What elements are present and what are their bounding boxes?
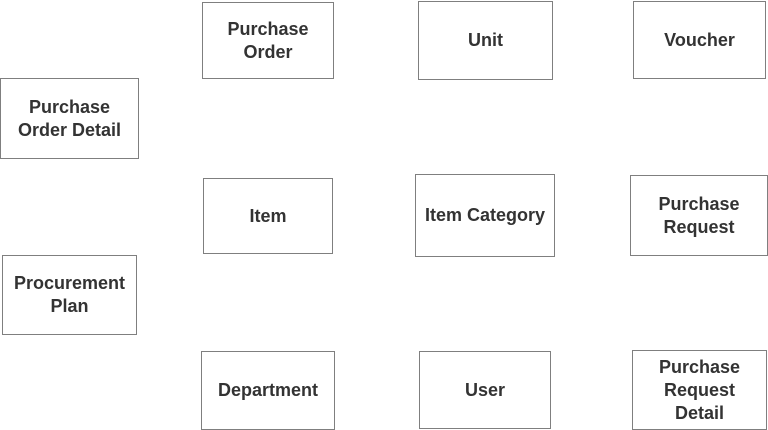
entity-label: Purchase Request	[658, 193, 740, 237]
entity-label: Purchase Order	[227, 18, 309, 62]
entity-unit[interactable]: Unit	[418, 1, 553, 80]
entity-purchase-order[interactable]: Purchase Order	[202, 2, 334, 79]
entity-purchase-request-detail[interactable]: Purchase Request Detail	[632, 350, 767, 430]
entity-label: Purchase Request Detail	[658, 356, 741, 423]
entity-label: Unit	[468, 30, 503, 50]
entity-item-category[interactable]: Item Category	[415, 174, 555, 257]
entity-label: Department	[217, 380, 319, 400]
entity-label: Item Category	[424, 205, 546, 225]
entity-voucher[interactable]: Voucher	[633, 1, 766, 79]
entity-label: Procurement Plan	[13, 273, 126, 316]
entity-user[interactable]: User	[419, 351, 551, 429]
entity-procurement-plan[interactable]: Procurement Plan	[2, 255, 137, 335]
entity-department[interactable]: Department	[201, 351, 335, 430]
entity-label: User	[464, 379, 506, 400]
entity-label: Item	[249, 205, 287, 226]
entity-label: Purchase Order Detail	[17, 96, 122, 140]
entity-purchase-request[interactable]: Purchase Request	[630, 175, 768, 256]
entity-item[interactable]: Item	[203, 178, 333, 254]
entity-purchase-order-detail[interactable]: Purchase Order Detail	[0, 78, 139, 159]
entity-label: Voucher	[664, 29, 735, 50]
